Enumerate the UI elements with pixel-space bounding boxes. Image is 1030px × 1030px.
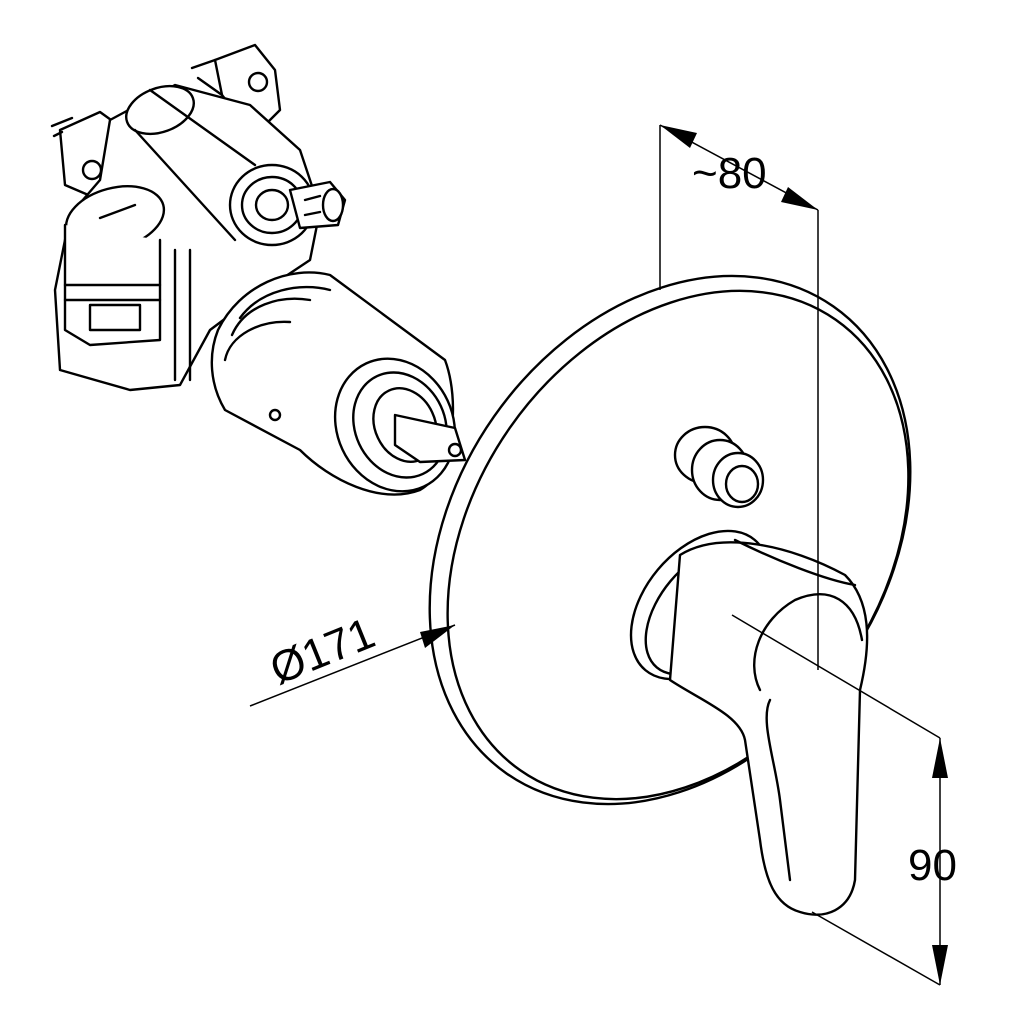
depth-dimension-label: ~80 [692, 149, 767, 198]
concealed-valve-body [50, 43, 347, 392]
height-dimension-label: 90 [908, 841, 957, 890]
cover-plate [428, 274, 912, 806]
dimension-diameter: Ø171 [249, 609, 456, 707]
dimension-height: 90 [731, 614, 957, 986]
dimension-depth: ~80 [659, 124, 819, 670]
diverter-knob [673, 425, 765, 509]
diameter-dimension-label: Ø171 [263, 609, 381, 695]
valve-cartridge [210, 271, 467, 496]
